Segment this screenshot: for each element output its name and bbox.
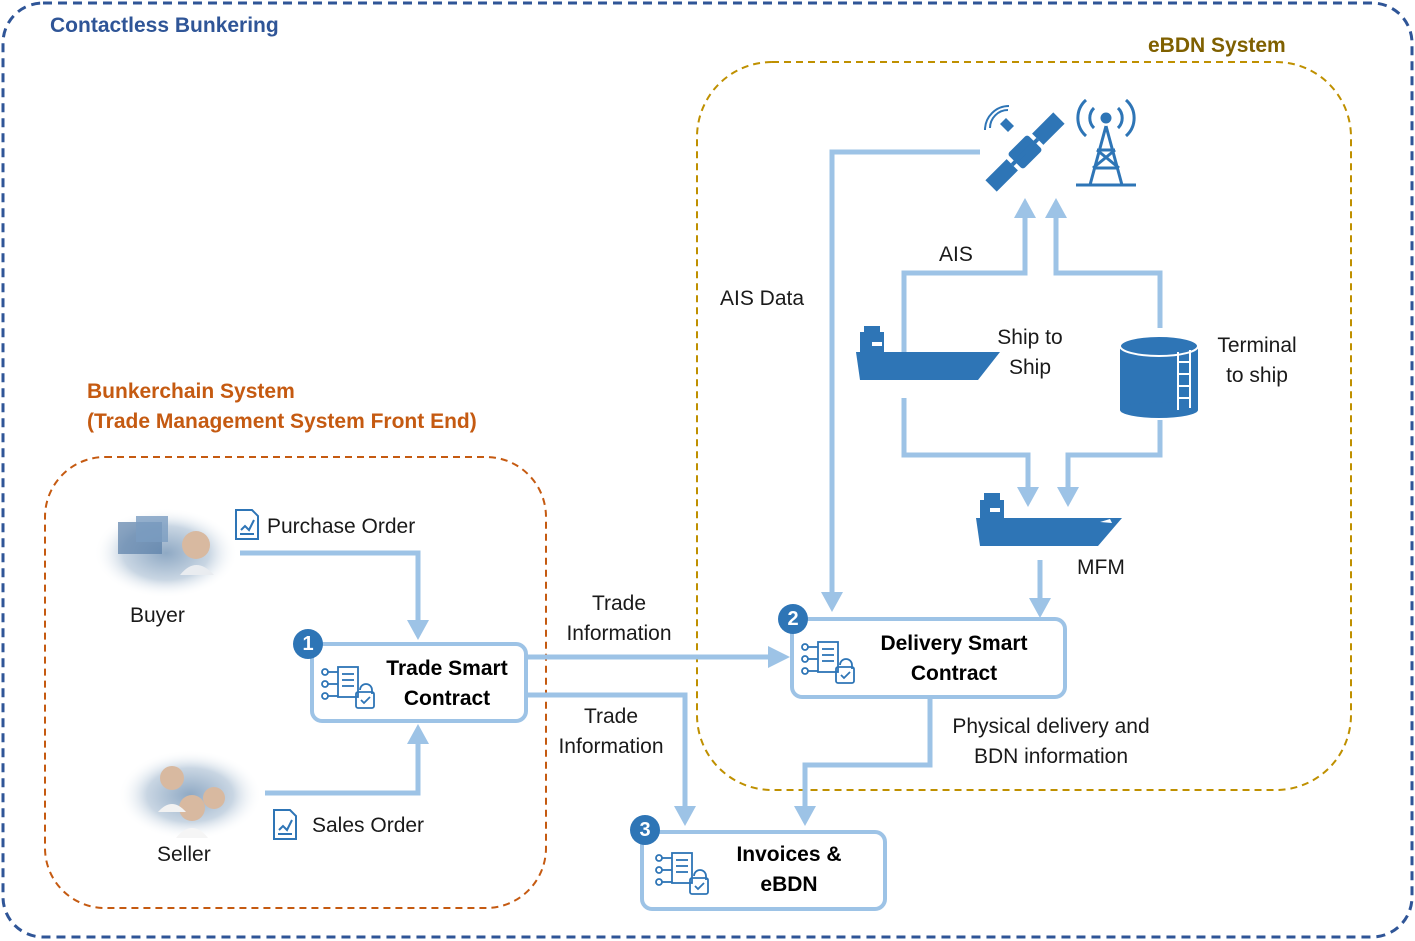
storage-tank-icon [1119, 335, 1199, 418]
delivery-contract-line1: Delivery Smart [880, 632, 1028, 655]
photo-buyer [94, 508, 238, 598]
physical-line2: BDN information [973, 745, 1129, 768]
trade-info-2-line2: Information [558, 735, 664, 758]
arrowhead [1029, 598, 1051, 618]
delivery-contract-line2: Contract [910, 662, 998, 685]
seller-label: Seller [157, 843, 211, 866]
trade-info-label-2: Trade Information [544, 702, 678, 762]
physical-delivery-label: Physical delivery and BDN information [940, 712, 1162, 772]
delivery-contract-title: Delivery Smart Contract [864, 629, 1044, 689]
bunkerchain-title: Bunkerchain System [87, 380, 295, 403]
document-icon [235, 509, 259, 540]
buyer-label: Buyer [130, 604, 185, 627]
ais-data-label: AIS Data [720, 287, 805, 310]
antenna-tower-icon [1076, 98, 1136, 187]
terminal-line1: Terminal [1217, 334, 1297, 357]
trade-info-2-line1: Trade [583, 705, 639, 728]
arrowhead [821, 592, 843, 612]
purchase-order-label: Purchase Order [267, 515, 416, 538]
arrow-physical-delivery [802, 697, 933, 808]
arrowhead [794, 806, 816, 826]
trade-contract-line2: Contract [403, 687, 491, 710]
arrowhead [1017, 487, 1039, 507]
trade-info-label-1: Trade Information [552, 589, 686, 649]
outer-title: Contactless Bunkering [50, 14, 279, 37]
ship-to-ship-label: Ship to Ship [985, 323, 1075, 383]
step-badge-3: 3 [630, 815, 660, 845]
ship-icon [976, 493, 1122, 546]
arrow-ais-data [829, 149, 980, 594]
arrowhead [1014, 198, 1036, 218]
invoices-line2: eBDN [760, 873, 818, 896]
step-badge-2: 2 [778, 604, 808, 634]
arrowhead [1045, 198, 1067, 218]
smart-contract-icon [801, 641, 855, 684]
invoices-line1: Invoices & [736, 843, 842, 866]
bunkerchain-system-container [44, 456, 547, 909]
arrowhead [407, 620, 429, 640]
terminal-line2: to ship [1226, 364, 1288, 387]
sales-order-label: Sales Order [312, 814, 425, 837]
arrow-purchase-order [240, 550, 421, 622]
arrow-sts-mfm [901, 398, 1031, 488]
trade-contract-title: Trade Smart Contract [372, 654, 522, 714]
arrow-trade-info-invoices [528, 692, 688, 808]
arrowhead [768, 646, 790, 668]
ship-to-ship-line2: Ship [1008, 356, 1052, 379]
photo-seller [118, 750, 262, 840]
smart-contract-icon [655, 852, 709, 895]
trade-smart-contract-box[interactable]: Trade Smart Contract [310, 642, 528, 723]
arrow-sales-order [265, 742, 421, 796]
ebdn-title: eBDN System [1148, 34, 1286, 57]
delivery-smart-contract-box[interactable]: Delivery Smart Contract [790, 617, 1067, 699]
ais-label: AIS [939, 243, 973, 266]
ebdn-system-container [696, 61, 1352, 791]
document-icon [273, 809, 297, 840]
trade-info-1-line2: Information [566, 622, 672, 645]
bunkerchain-subtitle: (Trade Management System Front End) [87, 410, 477, 433]
arrow-heads [407, 198, 1079, 826]
ship-icon [856, 326, 1000, 380]
invoices-title: Invoices & eBDN [714, 840, 864, 900]
smart-contract-icon [321, 666, 375, 709]
ship-to-ship-line1: Ship to [997, 326, 1063, 349]
invoices-ebdn-box[interactable]: Invoices & eBDN [640, 830, 887, 911]
arrowhead [407, 724, 429, 744]
physical-line1: Physical delivery and [952, 715, 1150, 738]
arrowhead [1057, 487, 1079, 507]
arrowhead [674, 806, 696, 826]
arrow-ais-terminal [1053, 218, 1163, 328]
arrow-ais-ship [901, 218, 1028, 352]
trade-info-1-line1: Trade [591, 592, 647, 615]
trade-contract-line1: Trade Smart [386, 657, 508, 680]
flow-arrows [240, 149, 1163, 808]
step-badge-1: 1 [293, 629, 323, 659]
terminal-to-ship-label: Terminal to ship [1207, 331, 1307, 391]
satellite-icon [984, 105, 1065, 192]
mfm-label: MFM [1077, 556, 1125, 579]
arrow-terminal-mfm [1065, 420, 1163, 488]
